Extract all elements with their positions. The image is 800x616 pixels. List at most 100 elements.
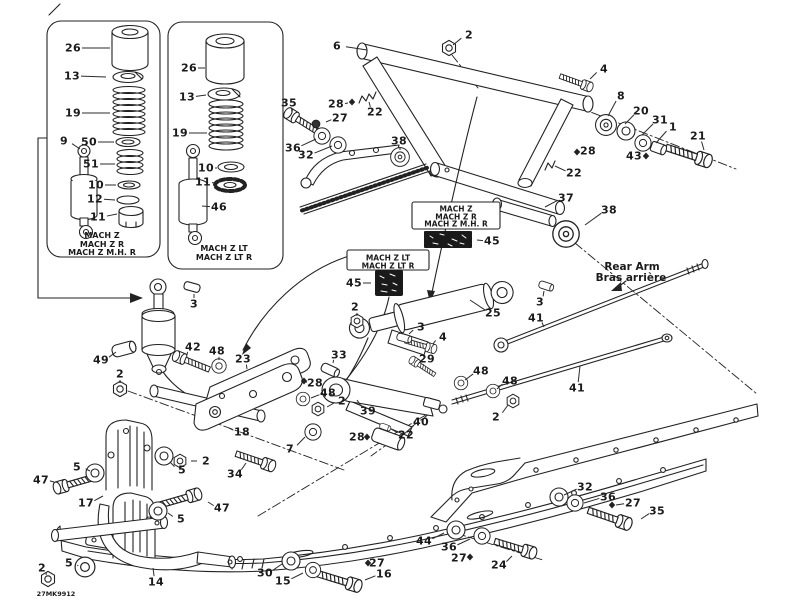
callout-16: 16 [375,567,393,581]
callout-37: 37 [557,191,575,205]
callout-33: 33 [330,348,348,362]
callout-27: 27 [624,496,642,510]
callout-32: 32 [297,148,315,162]
callout-21: 21 [689,129,707,143]
callout-22: 22 [397,428,415,442]
callout-13: 13 [63,69,81,83]
callout-10: 10 [87,178,105,192]
callout-32: 32 [576,480,594,494]
callout-28: 28 [579,144,597,158]
inset-2-model-2: MACH Z LT R [195,253,253,262]
tie-rods [451,258,709,405]
callout-14: 14 [147,575,165,589]
callout-2: 2 [464,28,474,42]
callout-47: 47 [32,473,50,487]
callout-28: 28 [306,376,324,390]
callout-3: 3 [416,320,426,334]
front-arm [356,42,594,228]
callout-48: 48 [319,386,337,400]
decal-boxes [346,201,501,296]
callout-36: 36 [440,540,458,554]
small-hardware [40,39,668,588]
callout-29: 29 [418,352,436,366]
callout-38: 38 [390,134,408,148]
callout-17: 17 [77,496,95,510]
rear-arm-label-fr: Bras arrière [595,271,667,284]
decal-box-1-line-1: MACH Z [439,204,473,214]
callout-25: 25 [484,306,502,320]
callout-47: 47 [213,501,231,515]
callout-27: 27 [331,111,349,125]
callout-7: 7 [285,442,295,456]
inset-1-model-1: MACH Z [84,231,120,240]
callout-23: 23 [234,352,252,366]
callout-19: 19 [171,126,189,140]
callout-27: 27 [368,556,386,570]
callout-50: 50 [80,135,98,149]
callout-45: 45 [345,276,363,290]
callout-51: 51 [82,157,100,171]
inset-box-mach-z [46,3,161,258]
right-slide-rail [430,403,759,523]
front-rail-fragment [299,144,431,215]
callout-46: 46 [210,200,228,214]
inset-1-model-2: MACH Z R [79,239,125,249]
callout-31: 31 [651,113,669,127]
callout-2: 2 [115,367,125,381]
callout-1: 1 [668,120,678,134]
callout-27: 27 [450,551,468,565]
callout-15: 15 [274,574,292,588]
rear-arm-label-en: Rear Arm [604,260,660,273]
callout-35: 35 [280,96,298,110]
callout-41: 41 [527,311,545,325]
callout-11: 11 [194,175,212,189]
callout-24: 24 [490,558,508,572]
callout-44: 44 [415,534,433,548]
callout-2: 2 [201,454,211,468]
figure-code: 27MK9912 [36,589,76,598]
decal-box-1-line-2: MACH Z R [435,211,477,221]
callout-28: 28 [327,97,345,111]
callout-28: 28 [348,430,366,444]
callout-9: 9 [59,134,69,148]
callout-40: 40 [412,415,430,429]
callout-2: 2 [491,410,501,424]
linkage [149,347,448,451]
callout-19: 19 [64,106,82,120]
callout-10: 10 [197,161,215,175]
callout-22: 22 [366,105,384,119]
center-shock [141,278,201,376]
inset-1-model-3: MACH Z M.H. R [68,248,136,257]
decal-box-2-line-1: MACH Z LT [365,253,411,263]
callout-18: 18 [233,425,251,439]
callout-45: 45 [483,234,501,248]
callout-22: 22 [565,166,583,180]
callout-43: 43 [625,149,643,163]
callout-11: 11 [89,210,107,224]
callout-34: 34 [226,467,244,481]
callout-36: 36 [599,490,617,504]
decal-box-1-line-3: MACH Z M.H. R [424,219,488,229]
inset-2-model-1: MACH Z LT [200,244,248,253]
callout-6: 6 [332,39,342,53]
callout-2: 2 [350,300,360,314]
callout-5: 5 [176,512,186,526]
inset-pointer-bracket [37,137,143,303]
callout-30: 30 [256,566,274,580]
callout-41: 41 [568,381,586,395]
callout-13: 13 [178,90,196,104]
callout-4: 4 [599,62,609,76]
callout-8: 8 [616,89,626,103]
callout-36: 36 [284,141,302,155]
rear-arm-member [50,419,237,571]
callout-2: 2 [37,561,47,575]
callout-38: 38 [600,203,618,217]
callout-26: 26 [64,41,82,55]
callout-5: 5 [72,460,82,474]
callout-42: 42 [184,340,202,354]
callout-48: 48 [472,364,490,378]
callout-12: 12 [86,192,104,206]
callout-2: 2 [337,394,347,408]
